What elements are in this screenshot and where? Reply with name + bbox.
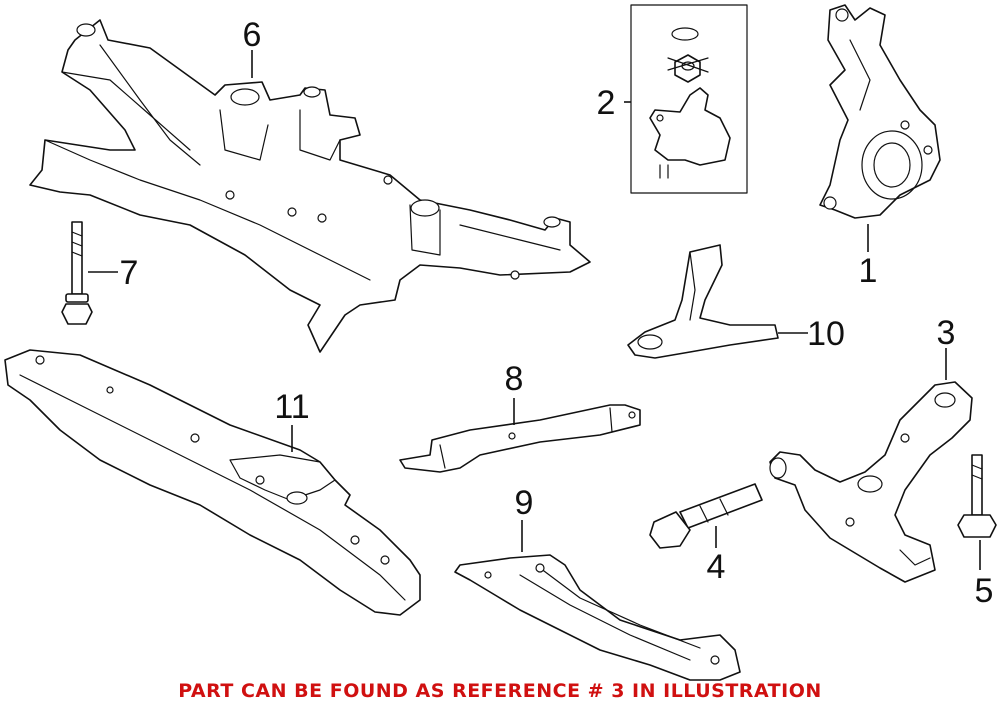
kit-frame-box bbox=[630, 4, 748, 194]
part-10-bracket[interactable] bbox=[627, 244, 779, 359]
part-8-reinforcement[interactable] bbox=[399, 404, 641, 473]
part-7-bolt[interactable] bbox=[61, 221, 93, 325]
part-3-lower-control-arm[interactable] bbox=[769, 381, 973, 583]
part-6-crossmember[interactable] bbox=[29, 19, 591, 353]
reference-notice: PART CAN BE FOUND AS REFERENCE # 3 IN IL… bbox=[178, 680, 822, 702]
part-9-rear-brace[interactable] bbox=[454, 554, 741, 681]
callout-1: 1 bbox=[859, 252, 878, 290]
leader-lines bbox=[88, 50, 981, 570]
callout-6: 6 bbox=[243, 16, 262, 54]
callout-7: 7 bbox=[120, 254, 139, 292]
callout-4: 4 bbox=[707, 548, 726, 586]
callout-5: 5 bbox=[975, 572, 994, 610]
callout-9: 9 bbox=[515, 484, 534, 522]
part-11-lower-cover[interactable] bbox=[4, 349, 421, 616]
part-4-long-bolt[interactable] bbox=[649, 483, 763, 549]
part-5-bolt[interactable] bbox=[957, 454, 997, 538]
callout-11: 11 bbox=[274, 388, 309, 426]
part-2-ball-joint-kit[interactable] bbox=[630, 4, 748, 194]
part-1-steering-knuckle[interactable] bbox=[819, 4, 941, 219]
callout-8: 8 bbox=[505, 360, 524, 398]
callout-3: 3 bbox=[937, 314, 956, 352]
callout-2: 2 bbox=[597, 84, 616, 122]
callout-10: 10 bbox=[807, 315, 845, 353]
